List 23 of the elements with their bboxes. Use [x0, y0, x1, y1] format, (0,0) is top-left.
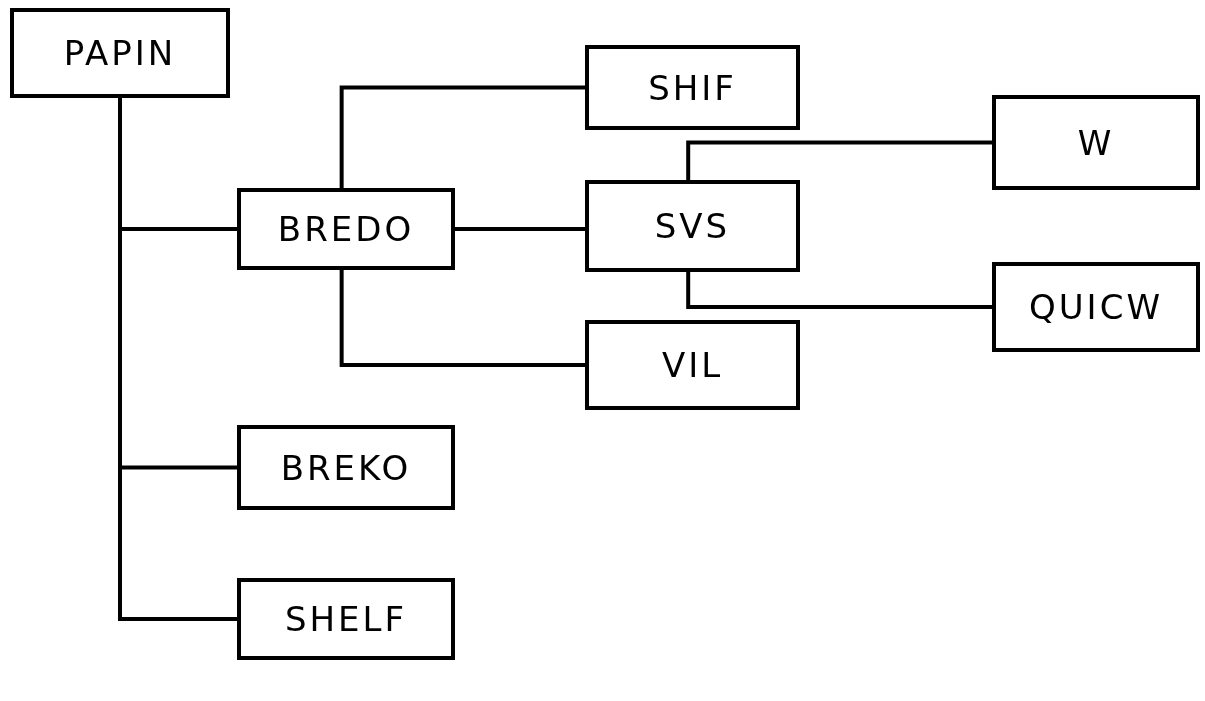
box-label: SVS — [654, 206, 731, 246]
name-box — [237, 425, 455, 510]
name-box — [585, 180, 800, 272]
name-box — [992, 95, 1200, 190]
name-box — [992, 262, 1200, 352]
box-label: BREKO — [280, 447, 412, 488]
box-label: BREDO — [277, 209, 415, 249]
name-box — [237, 188, 455, 270]
name-box — [585, 320, 800, 410]
box-label: SHELF — [284, 599, 408, 639]
connector-line — [686, 272, 992, 309]
connector-line — [686, 140, 992, 180]
box-label: QUICW — [1028, 287, 1163, 327]
name-box — [585, 45, 800, 130]
connector-line — [339, 85, 585, 188]
box-label: VIL — [661, 345, 724, 385]
connector-line — [339, 270, 585, 367]
box-label: W — [1077, 122, 1115, 163]
name-box — [10, 8, 230, 98]
name-box — [237, 578, 455, 660]
connector-line — [455, 227, 585, 231]
box-label: SHIF — [648, 67, 737, 108]
box-label: PAPIN — [63, 33, 177, 73]
